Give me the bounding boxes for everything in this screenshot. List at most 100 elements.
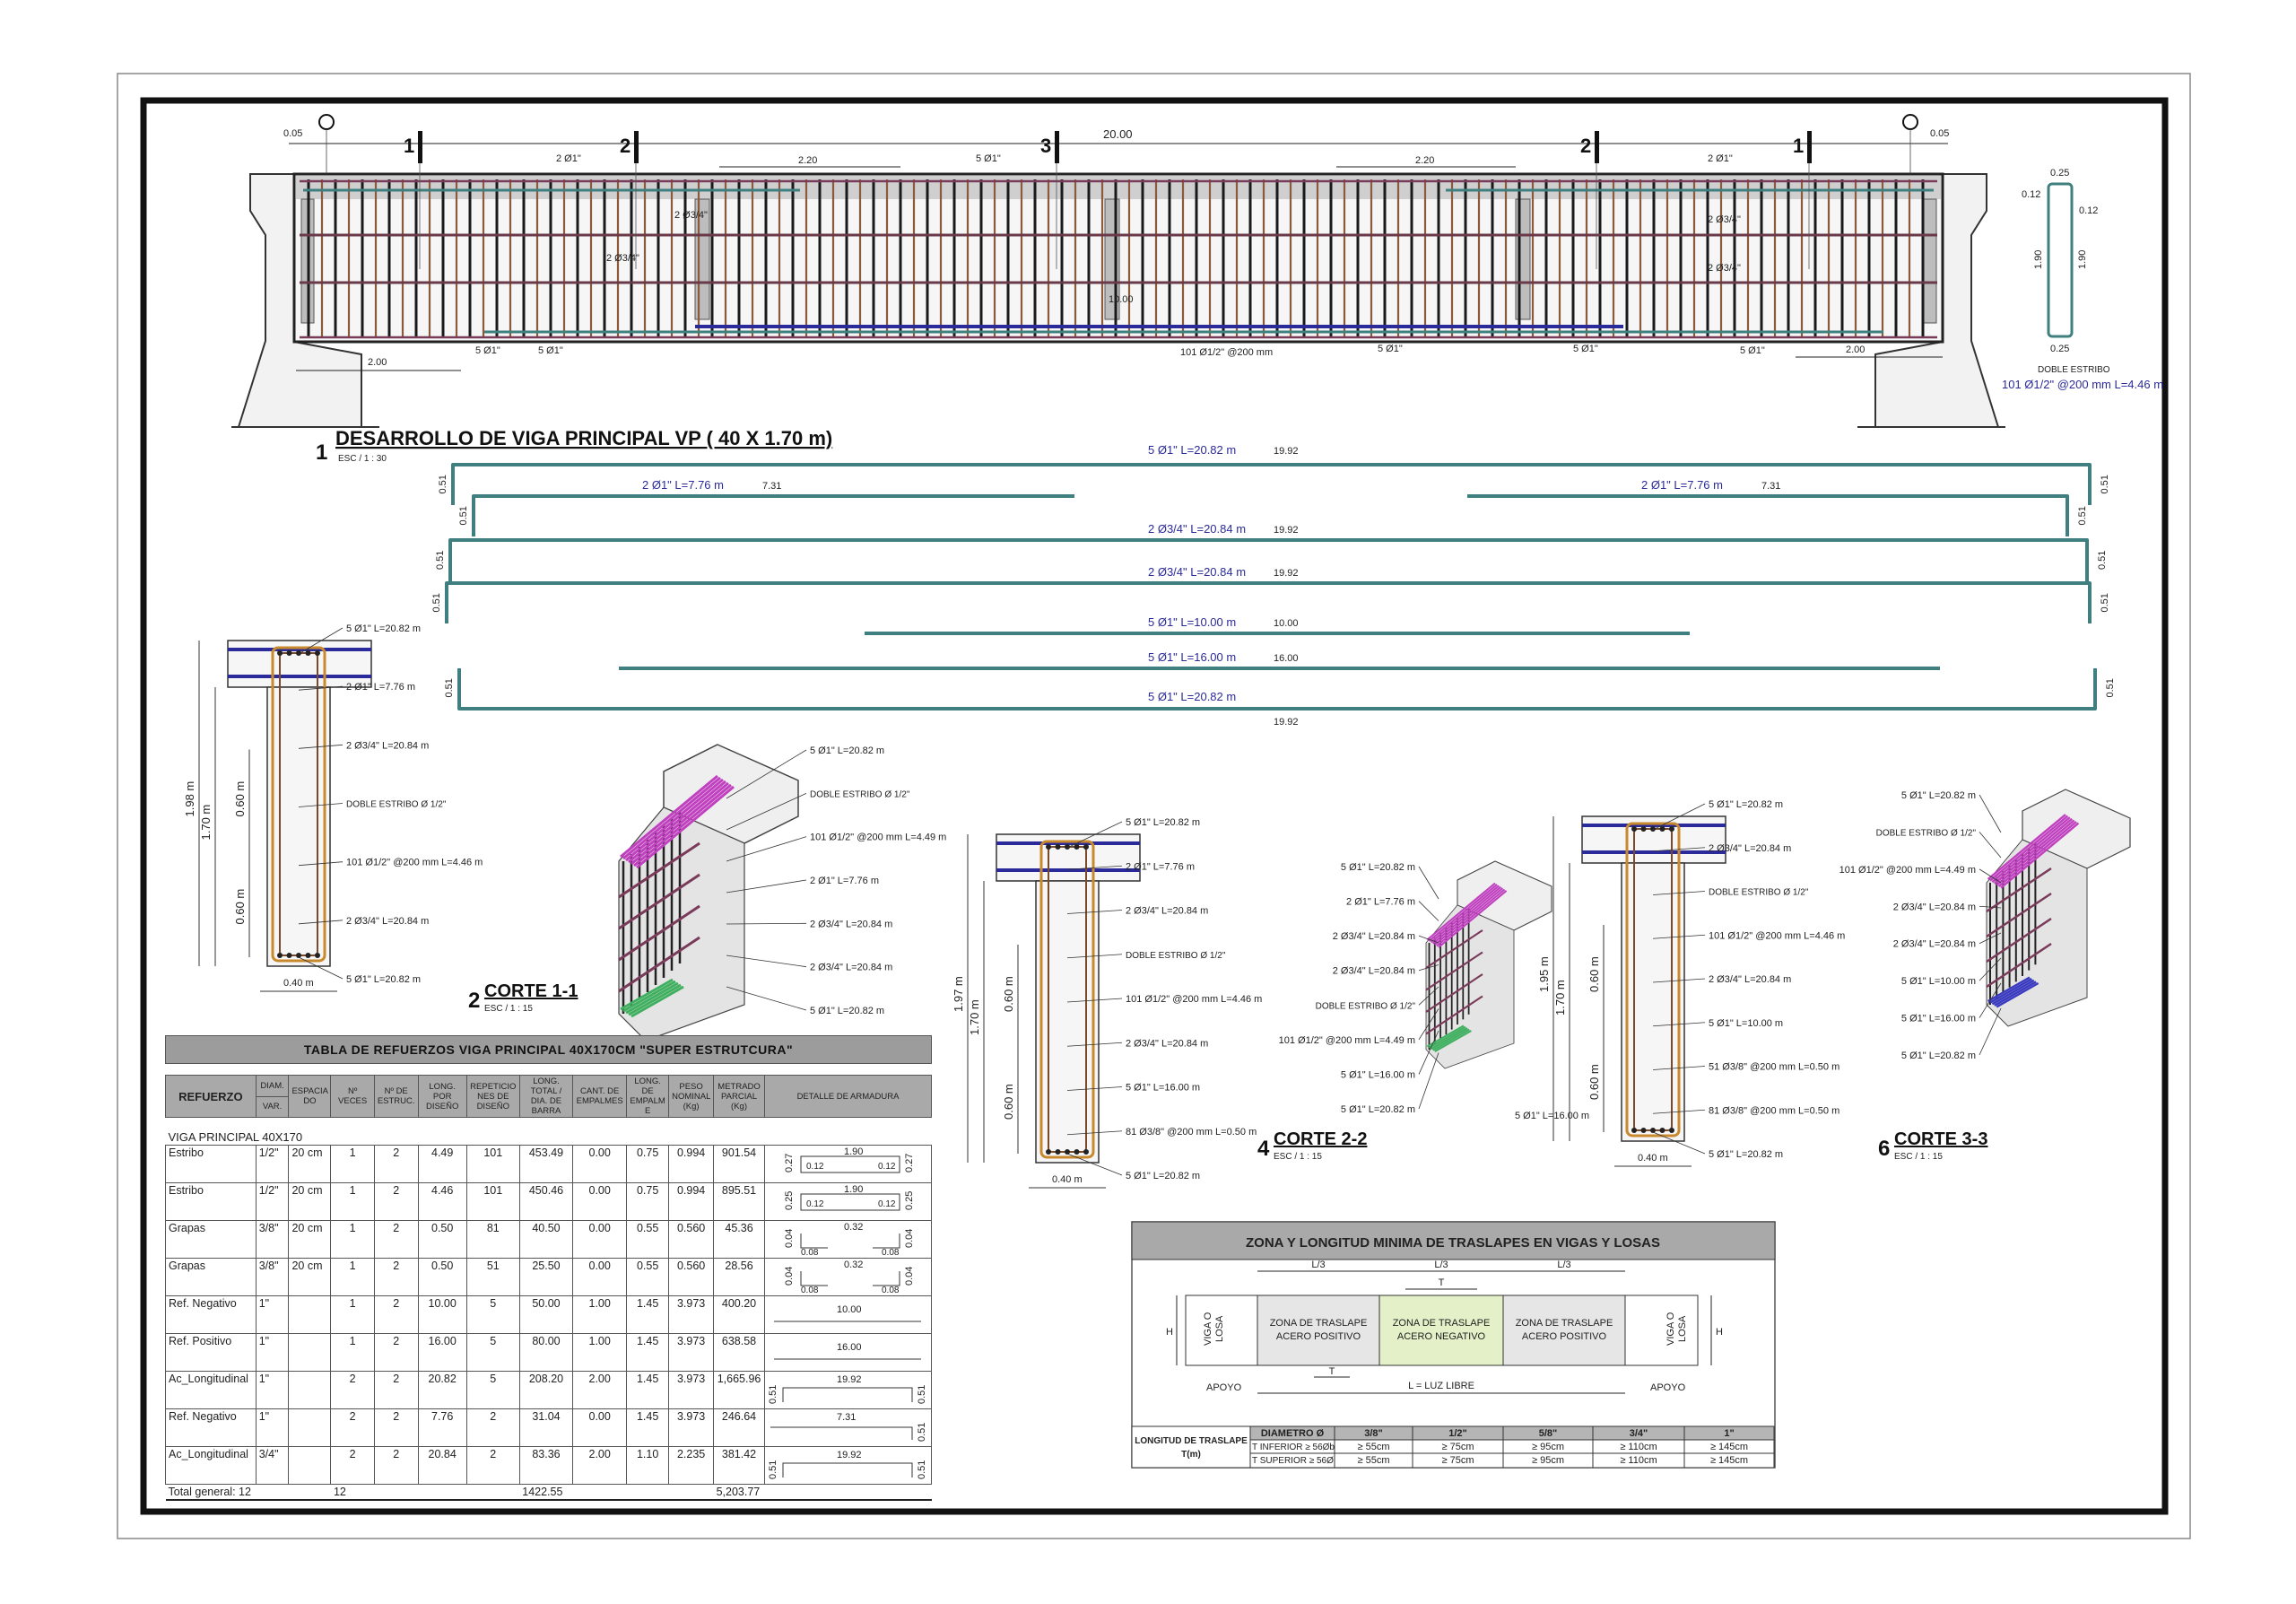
section-left-callout: 5 Ø1" L=16.00 m [1515,1111,1589,1121]
cell-emp: 0.00 [572,1258,628,1296]
bar-dot [1659,826,1665,832]
section-cut-label: 2 [1580,135,1591,157]
cell-metrado: 45.36 [713,1220,765,1259]
lap-table-text: ≥ 55cm [1358,1442,1390,1452]
iso-skin-bar [1986,893,2052,937]
rebar-schedule-table: TABLA DE REFUERZOS VIGA PRINCIPAL 40X170… [165,1035,933,1501]
lap-table-text: ≥ 95cm [1532,1455,1564,1466]
dim-support-left-label: 2.00 [368,357,387,368]
section-callout: 101 Ø1/2" @200 mm L=4.46 m [1709,930,1845,941]
dim-web-label: 1.70 m [968,999,981,1035]
cell-ref: Ref. Negativo [165,1408,257,1447]
detail-right: 0.27 [904,1154,915,1172]
cell-long: 0.50 [417,1220,467,1259]
bar-dot [1631,1128,1637,1133]
cell-total: 40.50 [518,1220,574,1259]
rebar-callout: 2 Ø1" [556,153,581,164]
cell-emp: 1.00 [572,1333,628,1372]
header-empalmes: CANT. DE EMPALMES [572,1075,628,1118]
section-corte-1-1: 5 Ø1" L=20.82 m2 Ø1" L=7.76 m2 Ø3/4" L=2… [183,623,946,1042]
bar-detail-sketch: 10.00 [773,1304,921,1322]
iso-callout: DOBLE ESTRIBO Ø 1/2" [1876,828,1977,838]
cell-var: 1/2" [255,1145,290,1183]
support-right [1874,173,2000,428]
iso-bottom-bar [628,983,682,1016]
detail-top: 16.00 [837,1342,862,1353]
cell-emp: 2.00 [572,1371,628,1409]
iso-skin-bar [1425,995,1483,1035]
section-callout: 51 Ø3/8" @200 mm L=0.50 m [1709,1062,1839,1073]
detail-hook-b: 0.08 [882,1286,900,1293]
isometric-view [618,744,799,1042]
rebar-callout: 5 Ø1" [1378,344,1403,354]
bar-detail-sketch: 7.310.51 [770,1412,927,1442]
iso-callout: 5 Ø1" L=16.00 m [1341,1069,1415,1080]
iso-callout: 2 Ø3/4" L=20.84 m [1333,966,1415,977]
lap-row-title-cell [1131,1425,1251,1469]
section-callout: 81 Ø3/8" @200 mm L=0.50 m [1709,1105,1839,1116]
cell-emp: 1.00 [572,1295,628,1334]
dim-right-offset: 0.05 [1930,128,1949,139]
iso-top-bar [1426,882,1496,941]
bar-dot [1055,1149,1061,1155]
section-callout: DOBLE ESTRIBO Ø 1/2" [346,800,447,810]
iso-leader [1979,794,2002,833]
support-left [237,173,362,428]
detail-hook-b: 0.08 [882,1248,900,1255]
bar-length: 7.31 [762,481,781,492]
cell-lemp: 1.45 [626,1408,670,1447]
view-number: 4 [1257,1137,1270,1161]
zone-label-2: ACERO POSITIVO [1276,1331,1361,1342]
header-long_total: LONG. TOTAL / DIA. DE BARRA [518,1075,574,1118]
iso-top-bar [1436,888,1506,947]
cell-emp: 0.00 [572,1220,628,1259]
detail-right: 0.51 [917,1385,927,1404]
cell-var: 1" [255,1333,290,1372]
cell-peso: 2.235 [668,1446,715,1485]
header-long_empalme: LONG. DE EMPALM E [626,1075,670,1118]
section-callout: 5 Ø1" L=20.82 m [346,623,421,634]
lap-row-title-2: T(m) [1181,1450,1201,1460]
bar-hook-right: 0.51 [2105,678,2116,697]
dim-skin-upper: 0.60 m [1002,976,1015,1012]
iso-leader [1418,1008,1439,1041]
iso-bottom-bar [625,981,679,1015]
section-callout: 5 Ø1" L=20.82 m [1709,799,1783,810]
lap-table-text: ≥ 55cm [1358,1455,1390,1466]
iso-top-bar [1989,815,2069,882]
dim-skin-lower: 0.60 m [233,889,247,925]
cell-ref: Estribo [165,1145,257,1183]
stirrup-label: 101 Ø1/2" @200 mm L=4.46 m [2002,378,2163,391]
iso-top-bar [620,774,718,859]
stirrup-left-dim: 1.90 [2033,250,2044,269]
dim-support-right-label: 2.00 [1846,344,1865,355]
header-long_diseno: LONG. POR DISEÑO [417,1075,467,1118]
iso-callout: 101 Ø1/2" @200 mm L=4.49 m [1839,865,1976,876]
bar-dot [305,650,311,656]
bar-dot [1669,826,1674,832]
bar-shape [451,463,2092,505]
lap-table-text: ≥ 95cm [1532,1442,1564,1452]
cell-detail: 16.00 [763,1333,933,1372]
support-member-l2: LOSA [1677,1315,1688,1342]
rebar-callout: 2 Ø3/4" [674,210,708,221]
section-cut-marker [1595,131,1599,163]
dim-width-label: 0.40 m [283,978,314,989]
cell-rep: 5 [465,1333,520,1372]
cell-emp: 0.00 [572,1145,628,1183]
cell-veces: 1 [330,1258,375,1296]
bar-dot [315,953,320,958]
bar-label: 2 Ø1" L=7.76 m [642,478,724,492]
leader-line [1652,891,1706,895]
lap-title: ZONA Y LONGITUD MINIMA DE TRASLAPES EN V… [1246,1235,1660,1251]
leader-line [1066,1130,1123,1136]
table-title: TABLA DE REFUERZOS VIGA PRINCIPAL 40X170… [165,1035,932,1064]
